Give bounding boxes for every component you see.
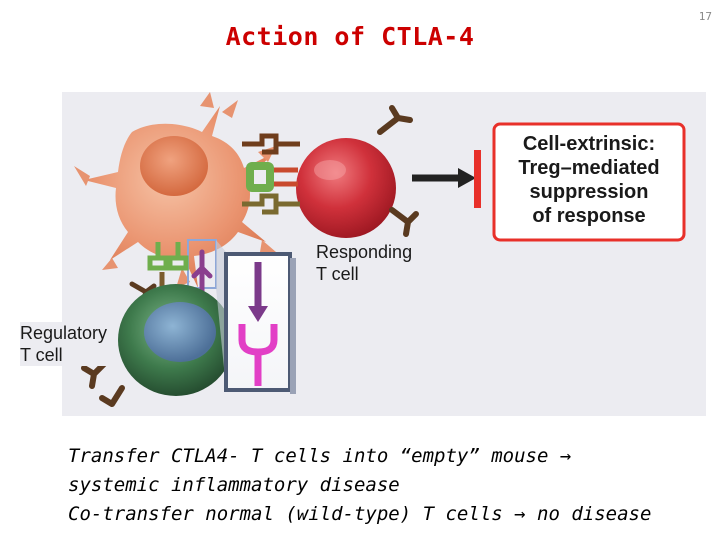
responding-t-cell bbox=[296, 138, 396, 238]
caption-line-1: Transfer CTLA4- T cells into “empty” mou… bbox=[68, 442, 716, 471]
caption-line-3-text-a: Co-transfer normal (wild-type) T cells bbox=[68, 503, 515, 525]
synapse-pairs bbox=[242, 133, 300, 215]
dendritic-cell bbox=[74, 92, 276, 288]
slide-number: 17 bbox=[698, 10, 712, 23]
slide-title: Action of CTLA-4 bbox=[225, 22, 475, 51]
magnified-inset bbox=[216, 240, 296, 394]
callout-line-4: of response bbox=[532, 205, 645, 227]
regulatory-label-text-1: Regulatory bbox=[20, 323, 108, 343]
callout-line-1: Cell-extrinsic: bbox=[523, 133, 655, 155]
responding-cell-receptors bbox=[377, 105, 419, 237]
callout-line-2: Treg–mediated bbox=[518, 157, 659, 179]
suppression-arrow bbox=[412, 150, 481, 208]
caption-line-3-text-b: no disease bbox=[525, 503, 652, 525]
callout-line-3: suppression bbox=[530, 181, 649, 203]
caption-line-3: Co-transfer normal (wild-type) T cells →… bbox=[68, 500, 716, 529]
caption: Transfer CTLA4- T cells into “empty” mou… bbox=[68, 442, 716, 529]
responding-label-line-2: T cell bbox=[316, 264, 359, 284]
regulatory-label-text-2: T cell bbox=[20, 345, 63, 365]
caption-line-2: systemic inflammatory disease bbox=[68, 474, 400, 496]
caption-line-1-text: Transfer CTLA4- T cells into “empty” mou… bbox=[68, 445, 572, 467]
ctla4-diagram: Cell-extrinsic: Treg–mediated suppressio… bbox=[62, 92, 706, 416]
regulatory-label-overlay: Regulatory T cell bbox=[20, 322, 112, 366]
callout-text: Cell-extrinsic: Treg–mediated suppressio… bbox=[518, 133, 659, 227]
right-arrow-icon: → bbox=[514, 503, 526, 525]
regulatory-t-cell bbox=[81, 284, 234, 407]
responding-label-line-1: Responding bbox=[316, 242, 412, 262]
callout-box bbox=[492, 122, 686, 242]
